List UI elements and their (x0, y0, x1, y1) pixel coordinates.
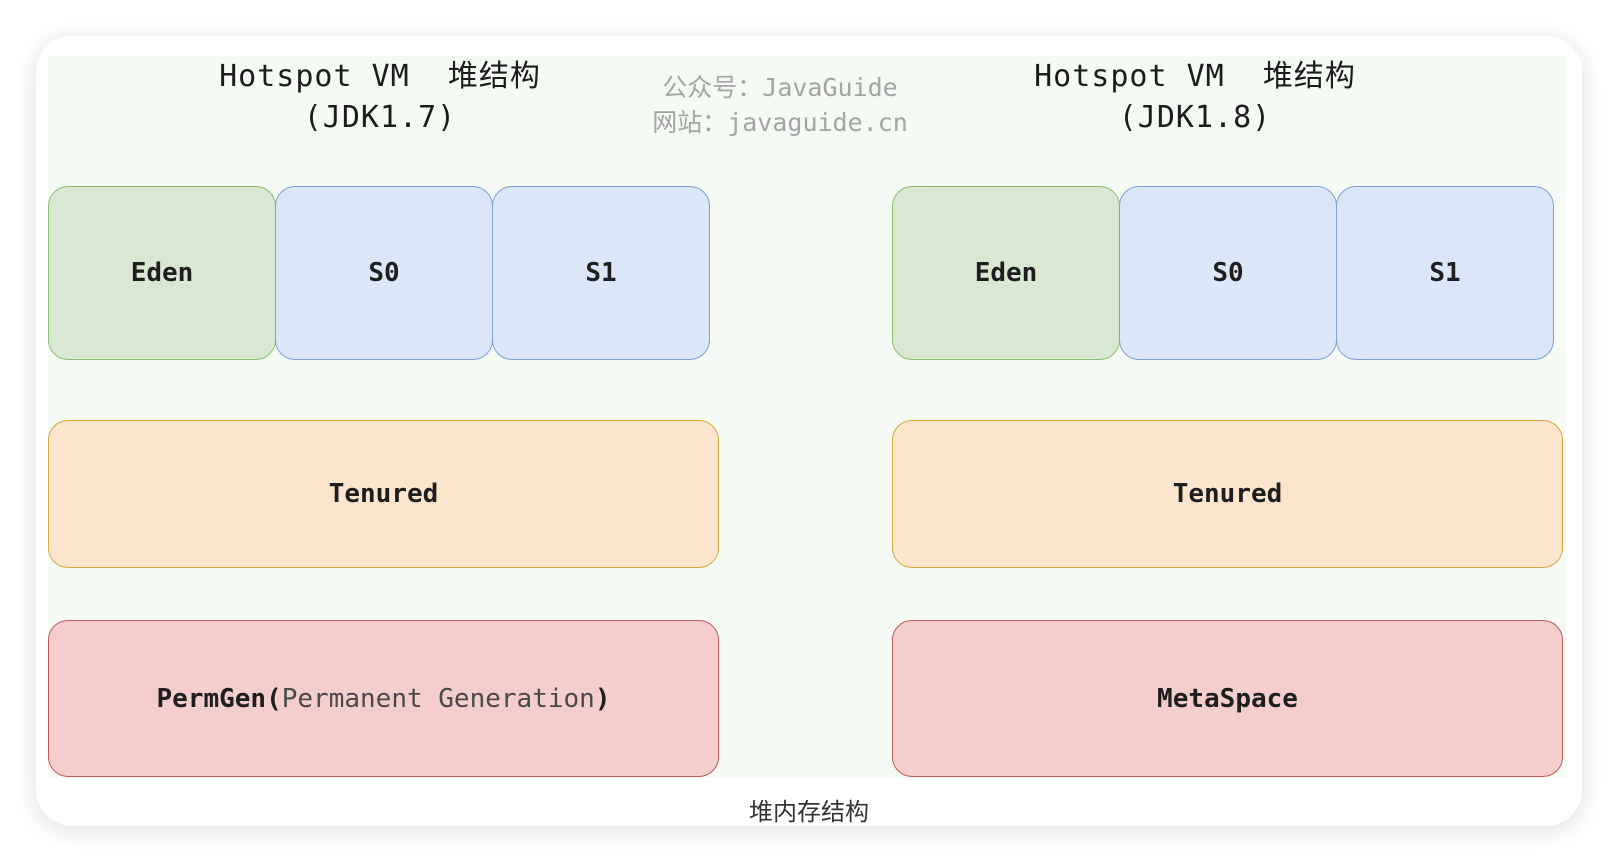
right-s0-block: S0 (1119, 186, 1337, 360)
right-s0-label: S0 (1212, 258, 1244, 288)
left-permgen-label: PermGen(Permanent Generation) (157, 684, 611, 714)
watermark-line2: 网站：javaguide.cn (652, 108, 908, 137)
left-title: Hotspot VM 堆结构 (JDK1.7) (160, 56, 600, 138)
right-eden-block: Eden (892, 186, 1120, 360)
right-metaspace-label: MetaSpace (1157, 683, 1298, 714)
left-permgen-block: PermGen(Permanent Generation) (48, 620, 719, 777)
right-title: Hotspot VM 堆结构 (JDK1.8) (975, 56, 1415, 138)
left-s0-block: S0 (275, 186, 493, 360)
watermark-line1: 公众号：JavaGuide (662, 73, 898, 102)
left-title-heap: 堆结构 (447, 59, 541, 94)
right-tenured-block: Tenured (892, 420, 1563, 568)
right-s1-block: S1 (1336, 186, 1554, 360)
permgen-suffix: ) (594, 683, 611, 714)
left-s1-block: S1 (492, 186, 710, 360)
left-title-line1: Hotspot VM 堆结构 (160, 56, 600, 97)
right-s1-label: S1 (1429, 258, 1461, 288)
left-tenured-block: Tenured (48, 420, 719, 568)
right-title-vm: Hotspot VM (1034, 59, 1225, 94)
permgen-prefix: PermGen( (156, 683, 282, 714)
right-eden-label: Eden (974, 258, 1038, 288)
permgen-detail: Permanent Generation (281, 683, 595, 714)
left-title-line2: (JDK1.7) (303, 100, 457, 135)
left-tenured-label: Tenured (328, 479, 439, 509)
figure-caption: 堆内存结构 (749, 798, 869, 826)
watermark: 公众号：JavaGuide 网站：javaguide.cn (620, 70, 940, 140)
left-s1-label: S1 (585, 258, 617, 288)
right-title-line2: (JDK1.8) (1118, 100, 1272, 135)
left-eden-label: Eden (130, 258, 194, 288)
left-title-vm: Hotspot VM (219, 59, 410, 94)
right-tenured-label: Tenured (1172, 479, 1283, 509)
right-title-line1: Hotspot VM 堆结构 (975, 56, 1415, 97)
left-s0-label: S0 (368, 258, 400, 288)
left-eden-block: Eden (48, 186, 276, 360)
right-metaspace-block: MetaSpace (892, 620, 1563, 777)
right-title-heap: 堆结构 (1262, 59, 1356, 94)
